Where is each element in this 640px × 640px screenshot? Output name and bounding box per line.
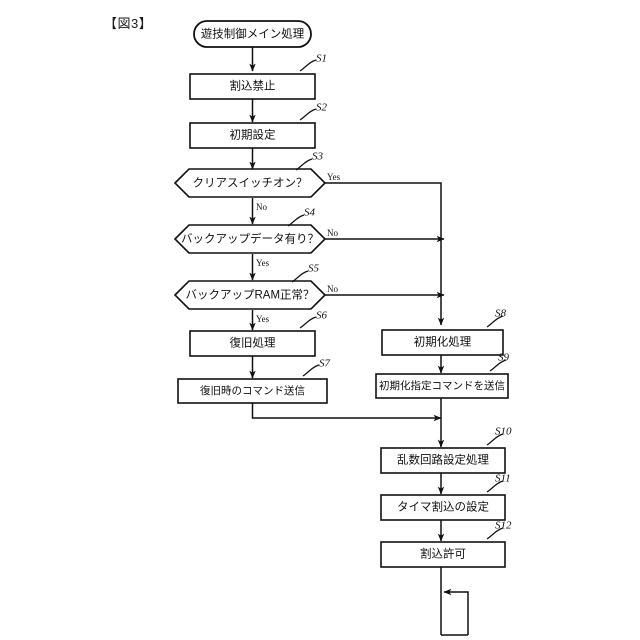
figure-label: 【図3】: [104, 16, 153, 31]
node-s4-label: バックアップデータ有り？: [181, 232, 319, 246]
step-label-s4: S4: [304, 207, 316, 219]
node-s3-label: クリアスイッチオン？: [193, 177, 308, 190]
step-label-s8: S8: [495, 308, 507, 320]
step-label-s5-group: S5: [291, 263, 320, 283]
branch-label-s4-no: No: [327, 228, 338, 238]
branch-label-s5-yes: Yes: [256, 314, 270, 324]
node-s5-label: バックアップRAM正常？: [185, 289, 314, 302]
node-s11[interactable]: タイマ割込の設定: [380, 494, 506, 521]
step-label-s10: S10: [495, 426, 512, 438]
branch-label-s3-yes: Yes: [327, 172, 341, 182]
node-s12-label: 割込許可: [420, 547, 466, 561]
node-s4[interactable]: バックアップデータ有り？: [173, 224, 327, 254]
step-label-s9-group: S9: [489, 352, 510, 372]
connector-s3-yes-to-s8: [325, 182, 445, 326]
step-label-s9: S9: [498, 352, 510, 364]
node-s8-label: 初期化処理: [414, 335, 472, 349]
step-label-s6: S6: [316, 310, 328, 322]
node-s8[interactable]: 初期化処理: [381, 329, 504, 356]
node-s12[interactable]: 割込許可: [380, 541, 506, 568]
node-s2-label: 初期設定: [230, 128, 276, 142]
step-label-s11-group: S11: [486, 473, 511, 493]
node-s1[interactable]: 割込禁止: [189, 73, 316, 100]
step-label-s10-group: S10: [486, 426, 512, 446]
branch-label-s4-yes: Yes: [256, 258, 270, 268]
step-label-s6-group: S6: [299, 310, 328, 329]
step-label-s1-group: S1: [299, 53, 327, 72]
connector-loop-back: [443, 588, 469, 635]
step-label-s2: S2: [316, 102, 328, 114]
step-label-s8-group: S8: [486, 308, 507, 328]
step-label-s3-group: S3: [295, 151, 324, 171]
node-s6-label: 復旧処理: [230, 336, 276, 350]
node-s6[interactable]: 復旧処理: [189, 330, 316, 357]
step-label-s5: S5: [308, 263, 320, 275]
branch-label-s5-no: No: [327, 284, 338, 294]
node-s11-label: タイマ割込の設定: [397, 500, 489, 514]
node-s7-label: 復旧時のコマンド送信: [200, 384, 305, 397]
node-start-label: 遊技制御メイン処理: [201, 27, 305, 41]
connector-s7-to-right-column: [251, 403, 442, 422]
node-s9[interactable]: 初期化指定コマンドを送信: [375, 373, 509, 399]
node-s7[interactable]: 復旧時のコマンド送信: [177, 378, 328, 404]
step-label-s12-group: S12: [486, 520, 512, 540]
node-s10[interactable]: 乱数回路設定処理: [380, 447, 506, 474]
node-s1-label: 割込禁止: [230, 79, 276, 93]
step-label-s7-group: S7: [302, 358, 331, 377]
node-s3[interactable]: クリアスイッチオン？: [173, 168, 327, 198]
step-label-s11: S11: [495, 473, 511, 485]
step-label-s3: S3: [312, 151, 324, 163]
branch-label-s3-no: No: [256, 202, 267, 212]
connectors: [249, 47, 469, 636]
step-label-s7: S7: [319, 358, 331, 370]
node-s10-label: 乱数回路設定処理: [397, 453, 489, 467]
node-s9-label: 初期化指定コマンドを送信: [379, 379, 505, 392]
step-label-s2-group: S2: [299, 102, 328, 121]
step-label-s12: S12: [495, 520, 512, 532]
node-s2[interactable]: 初期設定: [189, 122, 316, 149]
step-label-s1: S1: [316, 53, 327, 65]
node-s5[interactable]: バックアップRAM正常？: [173, 280, 327, 310]
step-label-s4-group: S4: [287, 207, 316, 227]
node-start[interactable]: 遊技制御メイン処理: [193, 20, 312, 48]
